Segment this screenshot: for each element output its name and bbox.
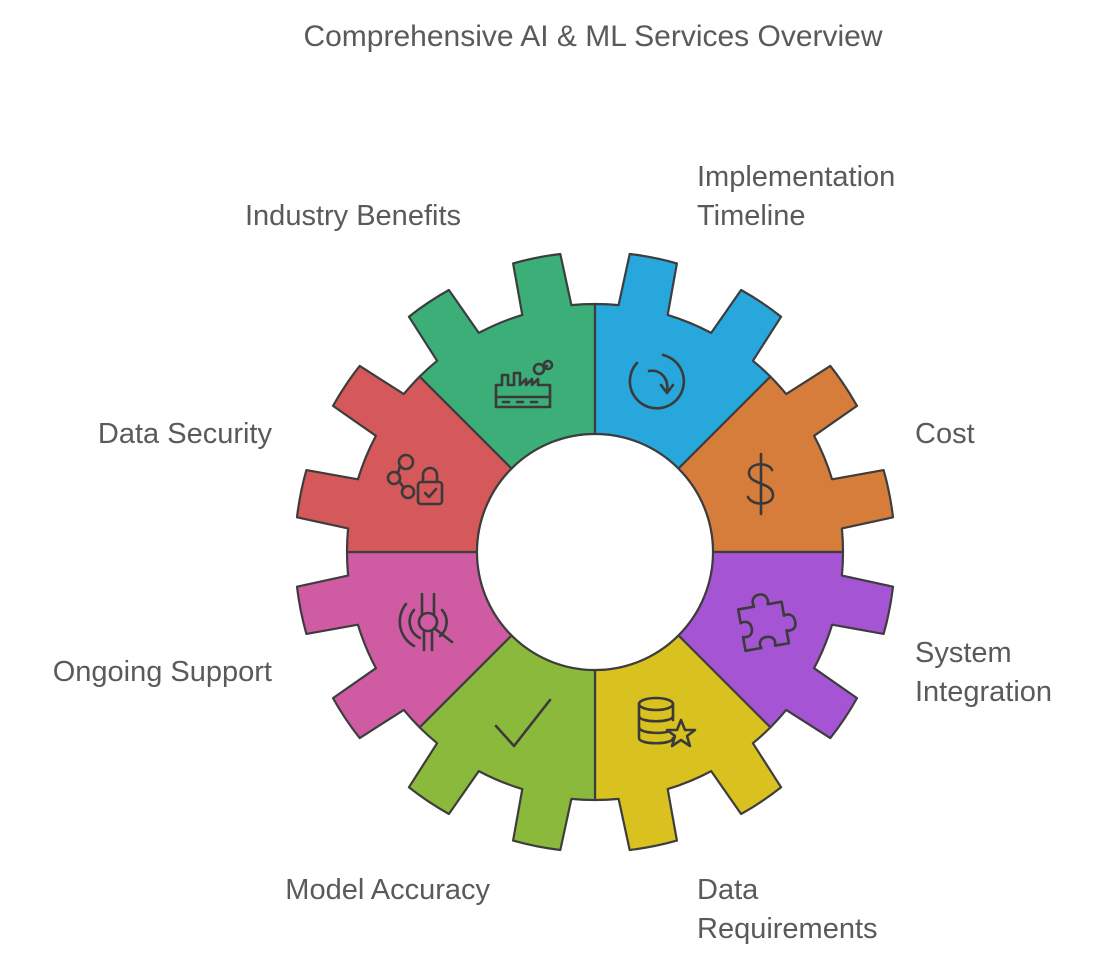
dollar-icon [746, 452, 775, 516]
label-line: System [915, 637, 1012, 669]
timer-icon [628, 353, 686, 410]
label-line: Data [697, 874, 759, 906]
label-line: Implementation [697, 161, 896, 193]
puzzle-icon [736, 593, 797, 653]
share-lock-icon [386, 453, 444, 506]
label-line: Integration [915, 676, 1053, 708]
label-line: Industry Benefits [245, 200, 461, 232]
checkmark-icon [494, 698, 552, 748]
label-line: Requirements [697, 913, 878, 945]
label-model-accuracy: Model Accuracy [285, 871, 490, 910]
database-star-icon [637, 696, 697, 748]
label-line: Model Accuracy [285, 874, 490, 906]
label-line: Ongoing Support [52, 656, 272, 688]
label-industry-benefits: Industry Benefits [245, 197, 461, 236]
factory-icon [494, 359, 554, 409]
label-line: Timeline [697, 200, 806, 232]
label-ongoing-support: Ongoing Support [53, 653, 272, 692]
label-cost: Cost [915, 415, 975, 454]
label-line: Data Security [97, 418, 272, 450]
diagram-title: Comprehensive AI & ML Services Overview [303, 20, 883, 53]
support-icon [398, 592, 454, 652]
label-data-security: Data Security [98, 415, 272, 454]
label-line: Cost [915, 418, 975, 450]
center-circle [475, 432, 715, 672]
